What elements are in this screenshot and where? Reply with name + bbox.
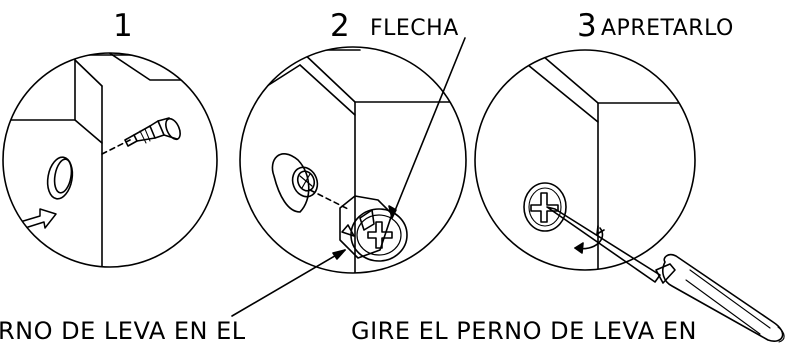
direction-arrow-icon [19,208,57,229]
panel-1-circle [2,52,218,268]
caption-left: RNO DE LEVA EN EL [0,317,246,345]
panel-3-detail [474,49,785,343]
panel-2-circle [239,46,467,274]
step-2-label: FLECHA [370,16,459,41]
step-2-number: 2 [330,8,351,44]
caption-right: GIRE EL PERNO DE LEVA EN [351,317,697,345]
screwdriver-icon [546,206,785,343]
cam-bolt-icon [124,117,181,147]
panel-2-detail [231,37,467,317]
cam-lock-icon [339,195,408,262]
rotate-arrow-icon [574,242,584,254]
panel-1-detail [2,52,218,268]
panel-3-circle [474,49,696,271]
step-1-number: 1 [113,8,134,44]
cam-screw-head-icon [523,182,567,232]
step-3-number: 3 [577,8,598,44]
step-3-label: APRETARLO [601,16,734,41]
flecha-leader-line [391,37,466,219]
